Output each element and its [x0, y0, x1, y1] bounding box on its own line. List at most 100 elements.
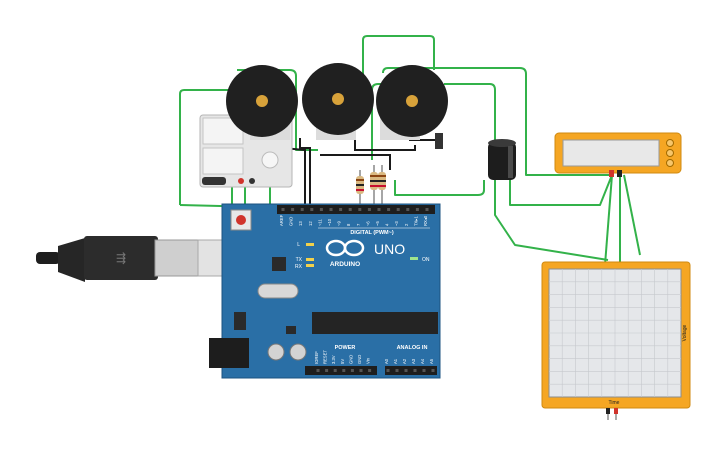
- buzzer-2[interactable]: [302, 63, 374, 140]
- knob-icon[interactable]: [666, 149, 674, 157]
- header-pin[interactable]: [386, 369, 390, 372]
- power-jack[interactable]: [209, 338, 249, 368]
- analog-header: [385, 366, 437, 375]
- header-pin[interactable]: [329, 208, 333, 211]
- header-pin[interactable]: [348, 208, 352, 211]
- pin-label: 3.3V: [331, 355, 336, 364]
- knob-icon[interactable]: [666, 139, 674, 147]
- pin-label: A0: [384, 358, 389, 364]
- wire[interactable]: [362, 35, 435, 100]
- power-label: POWER: [335, 345, 356, 351]
- pin-label: 7: [356, 223, 361, 226]
- oscilloscope[interactable]: Time Voltage: [541, 261, 691, 420]
- wire[interactable]: [509, 174, 613, 206]
- pin-label: GND: [348, 355, 353, 364]
- knob-icon[interactable]: [666, 159, 674, 167]
- pin-label: IOREF: [314, 351, 319, 364]
- arduino-logo-icon: [325, 239, 365, 257]
- pin-label: TX▸1: [413, 216, 418, 226]
- wire[interactable]: [394, 180, 485, 196]
- header-pin[interactable]: [395, 369, 399, 372]
- header-pin[interactable]: [300, 208, 304, 211]
- header-pin[interactable]: [342, 369, 346, 372]
- header-pin[interactable]: [387, 208, 391, 211]
- led-tx-label: TX: [296, 257, 303, 263]
- header-pin[interactable]: [316, 369, 320, 372]
- led-on-label: ON: [422, 257, 430, 263]
- wire[interactable]: [623, 174, 641, 256]
- piezo-buzzers: [226, 63, 448, 140]
- pin-label: 5V: [340, 359, 345, 364]
- header-pin[interactable]: [396, 208, 400, 211]
- scope-grid: [549, 269, 681, 397]
- buzzer-3[interactable]: [376, 65, 448, 140]
- pin-label: A5: [429, 358, 434, 364]
- header-pin[interactable]: [325, 369, 329, 372]
- wire[interactable]: [604, 174, 613, 266]
- resistor[interactable]: [378, 165, 386, 205]
- header-pin[interactable]: [333, 369, 337, 372]
- header-pin[interactable]: [339, 208, 343, 211]
- atmega-chip: [312, 312, 438, 334]
- usb-cable[interactable]: ⇶: [36, 236, 255, 282]
- pin-label: A4: [420, 358, 425, 364]
- wire[interactable]: [494, 180, 609, 261]
- led-l-label: L: [297, 242, 300, 248]
- header-pin[interactable]: [404, 369, 408, 372]
- pin-label: 8: [346, 223, 351, 226]
- header-pin[interactable]: [359, 369, 363, 372]
- power-header: [305, 366, 377, 375]
- header-pin[interactable]: [415, 208, 419, 211]
- header-pin[interactable]: [406, 208, 410, 211]
- resistor[interactable]: [370, 165, 378, 205]
- wire[interactable]: [237, 69, 318, 151]
- header-pin[interactable]: [425, 208, 429, 211]
- header-pin[interactable]: [367, 208, 371, 211]
- pin-label: RX◂0: [423, 215, 428, 226]
- header-pin[interactable]: [310, 208, 314, 211]
- scope-voltage-label: Voltage: [682, 324, 688, 341]
- wire[interactable]: [382, 67, 612, 176]
- header-pin[interactable]: [413, 369, 417, 372]
- pin-label: A1: [393, 358, 398, 364]
- pin-label: GND: [289, 217, 294, 226]
- brand-label: ARDUINO: [330, 261, 360, 268]
- pin-label: 4: [385, 223, 390, 226]
- wire[interactable]: [299, 138, 311, 205]
- header-pin[interactable]: [291, 208, 295, 211]
- multimeter[interactable]: [554, 132, 682, 177]
- scope-time-label: Time: [609, 400, 620, 406]
- connector[interactable]: [435, 133, 443, 149]
- usb-icon: ⇶: [116, 251, 126, 265]
- pin-label: 2: [404, 223, 409, 226]
- header-pin[interactable]: [319, 208, 323, 211]
- electrolytic-capacitor[interactable]: [488, 139, 516, 180]
- header-pin[interactable]: [281, 208, 285, 211]
- wire[interactable]: [320, 154, 391, 170]
- header-pin[interactable]: [431, 369, 435, 372]
- header-pin[interactable]: [350, 369, 354, 372]
- pin-label: A3: [411, 358, 416, 364]
- model-label: UNO: [374, 241, 405, 257]
- pin-label: A2: [402, 358, 407, 364]
- header-pin[interactable]: [422, 369, 426, 372]
- resistor[interactable]: [356, 170, 364, 205]
- pin-label: ~10: [327, 218, 332, 226]
- wire[interactable]: [444, 83, 496, 152]
- header-pin[interactable]: [358, 208, 362, 211]
- pin-label: ~3: [394, 221, 399, 226]
- wire[interactable]: [179, 89, 232, 205]
- pin-label: ~6: [365, 221, 370, 226]
- pin-label: ~11: [317, 219, 322, 226]
- digital-header: [277, 205, 435, 214]
- pin-label: ~5: [375, 221, 380, 226]
- buzzer-1[interactable]: [226, 65, 298, 140]
- header-pin[interactable]: [377, 208, 381, 211]
- pin-label: Vin: [366, 357, 371, 364]
- led-rx-label: RX: [295, 264, 303, 270]
- arduino-uno-board[interactable]: L TX RX ON ARDUINO UNO DIGITAL (PWM~) PO…: [209, 203, 441, 379]
- pin-label: 12: [308, 221, 313, 226]
- header-pin[interactable]: [368, 369, 372, 372]
